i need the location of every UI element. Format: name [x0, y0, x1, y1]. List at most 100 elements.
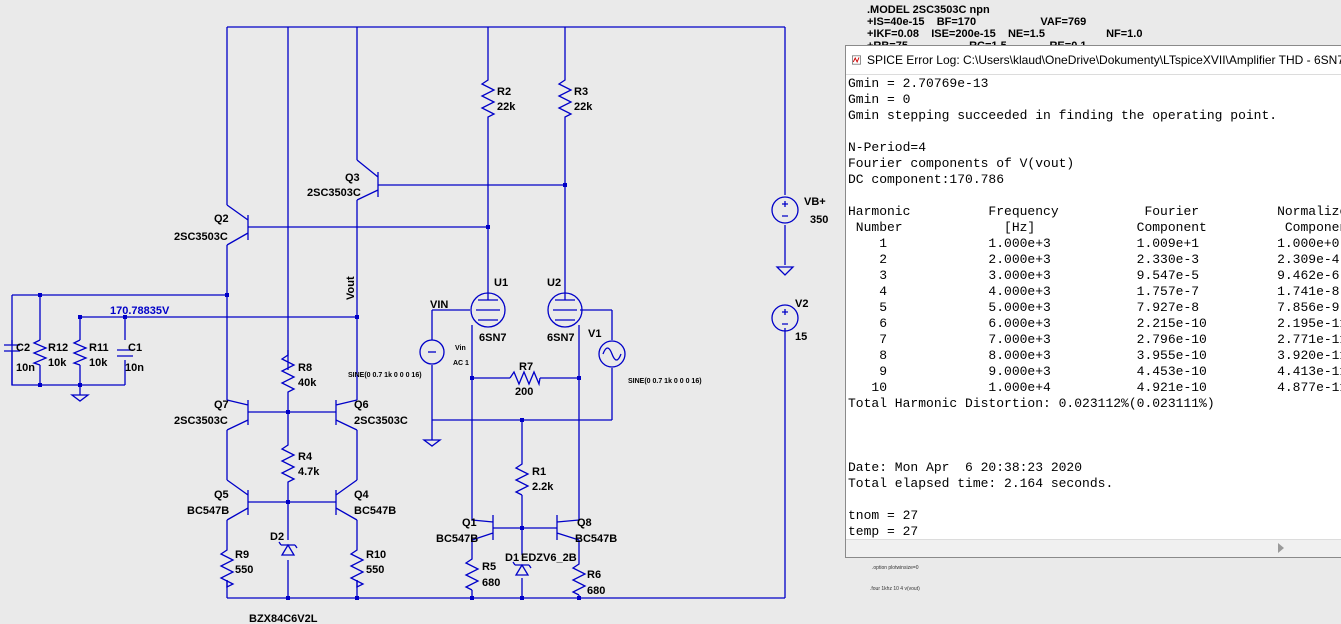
vin-source-ac: AC 1: [453, 360, 469, 367]
r6-value: 680: [587, 585, 605, 597]
resistor-r10[interactable]: R10 550: [349, 545, 386, 589]
r1-value: 2.2k: [532, 481, 554, 493]
q7-model: 2SC3503C: [174, 415, 228, 427]
voltage-source-v2[interactable]: V2 15: [771, 298, 808, 343]
q5-model: BC547B: [187, 505, 229, 517]
q8-model: BC547B: [575, 533, 617, 545]
directive-line-2: +IS=40e-15 BF=170 VAF=769: [867, 16, 1086, 28]
r3-label: R3: [574, 86, 588, 98]
tube-u2[interactable]: U2 6SN7: [547, 277, 583, 344]
tube-u1[interactable]: U1 6SN7: [470, 277, 508, 344]
window-titlebar[interactable]: SPICE Error Log: C:\Users\klaud\OneDrive…: [846, 46, 1341, 75]
resistor-r1[interactable]: R1 2.2k: [514, 460, 554, 496]
capacitor-c1[interactable]: C1 10n: [117, 342, 144, 374]
vin-net-label: VIN: [430, 299, 448, 311]
log-text[interactable]: Gmin = 2.70769e-13 Gmin = 0 Gmin steppin…: [848, 76, 1341, 539]
sine-left-label: SINE(0 0.7 1k 0 0 0 16): [348, 372, 422, 379]
voltage-readout: 170.78835V: [110, 305, 170, 317]
zener-d1[interactable]: D1 EDZV6_2B: [505, 552, 577, 576]
q1-model: BC547B: [436, 533, 478, 545]
u1-label: U1: [494, 277, 508, 289]
resistor-r12[interactable]: R12 10k: [32, 339, 68, 369]
d1-model: EDZV6_2B: [521, 552, 577, 564]
q4-model: BC547B: [354, 505, 396, 517]
u2-model: 6SN7: [547, 332, 575, 344]
r10-value: 550: [366, 564, 384, 576]
transistor-q2[interactable]: Q2 2SC3503C: [174, 204, 249, 246]
q3-label: Q3: [345, 172, 360, 184]
r5-value: 680: [482, 577, 500, 589]
transistor-q5[interactable]: Q5 BC547B: [187, 479, 249, 521]
c1-value: 10n: [125, 362, 144, 374]
c2-label: C2: [16, 342, 30, 354]
voltage-source-vb[interactable]: VB+ 350: [771, 196, 828, 226]
directive-line-3: +IKF=0.08 ISE=200e-15 NE=1.5 NF=1.0: [867, 28, 1142, 40]
transistor-q1[interactable]: Q1 BC547B: [436, 515, 500, 545]
r8-value: 40k: [298, 377, 317, 389]
d2-model: BZX84C6V2L: [249, 613, 318, 624]
r6-label: R6: [587, 569, 601, 581]
r5-label: R5: [482, 561, 496, 573]
r1-label: R1: [532, 466, 546, 478]
window-title: SPICE Error Log: C:\Users\klaud\OneDrive…: [866, 53, 1341, 67]
junctions: [38, 183, 581, 600]
resistor-r7[interactable]: R7 200: [509, 361, 541, 398]
voltage-source-v1[interactable]: V1: [588, 328, 626, 368]
q8-label: Q8: [577, 517, 592, 529]
resistor-r5[interactable]: R5 680: [464, 555, 500, 591]
ground-symbols: [70, 394, 442, 447]
r8-label: R8: [298, 362, 312, 374]
directive-line-1: .MODEL 2SC3503C npn: [867, 4, 990, 16]
q3-model: 2SC3503C: [307, 187, 361, 199]
q2-model: 2SC3503C: [174, 231, 228, 243]
resistor-r8[interactable]: R8 40k: [280, 350, 317, 395]
voltage-source-vin[interactable]: VIN Vin AC 1: [419, 299, 469, 367]
spice-error-log-window[interactable]: SPICE Error Log: C:\Users\klaud\OneDrive…: [845, 45, 1341, 558]
arrow-marker: [775, 266, 795, 276]
transistor-q7[interactable]: Q7 2SC3503C: [174, 399, 249, 431]
r12-value: 10k: [48, 357, 67, 369]
ground-icon: [70, 394, 90, 402]
c1-label: C1: [128, 342, 142, 354]
u2-label: U2: [547, 277, 561, 289]
q2-label: Q2: [214, 213, 229, 225]
four-directive: .four 1khz 10 4 v(vout): [870, 586, 920, 592]
transistor-q6[interactable]: Q6 2SC3503C: [335, 399, 408, 431]
q6-label: Q6: [354, 399, 369, 411]
vin-source-label: Vin: [455, 345, 466, 352]
vout-net-label: Vout: [345, 276, 357, 300]
q1-label: Q1: [462, 517, 477, 529]
r11-label: R11: [89, 342, 109, 354]
scroll-right-icon[interactable]: [1278, 543, 1284, 553]
c2-value: 10n: [16, 362, 35, 374]
transistor-q3[interactable]: Q3 2SC3503C: [307, 159, 379, 201]
d2-label: D2: [270, 531, 284, 543]
q6-model: 2SC3503C: [354, 415, 408, 427]
resistor-r6[interactable]: R6 680: [571, 560, 605, 597]
r9-label: R9: [235, 549, 249, 561]
r7-value: 200: [515, 386, 533, 398]
q5-label: Q5: [214, 489, 229, 501]
r2-label: R2: [497, 86, 511, 98]
v2-label: V2: [795, 298, 808, 310]
horizontal-scrollbar[interactable]: [846, 539, 1341, 557]
resistor-r4[interactable]: R4 4.7k: [280, 440, 320, 485]
zener-d2[interactable]: D2 BZX84C6V2L: [249, 531, 318, 624]
transistor-q4[interactable]: Q4 BC547B: [335, 479, 396, 521]
log-content-area[interactable]: Gmin = 2.70769e-13 Gmin = 0 Gmin steppin…: [848, 76, 1341, 539]
resistor-r9[interactable]: R9 550: [219, 545, 253, 589]
resistor-r3[interactable]: R3 22k: [557, 75, 593, 120]
ground-icon: [422, 439, 442, 447]
vb-label: VB+: [804, 196, 826, 208]
wires: [11, 26, 786, 599]
capacitor-c2[interactable]: C2 10n: [4, 342, 35, 385]
transistor-q8[interactable]: Q8 BC547B: [556, 515, 617, 545]
resistor-r2[interactable]: R2 22k: [480, 75, 516, 120]
d1-label: D1: [505, 552, 519, 564]
r2-value: 22k: [497, 101, 516, 113]
resistor-r11[interactable]: R11 10k: [72, 339, 109, 369]
sine-right-label: SINE(0 0.7 1k 0 0 0 16): [628, 378, 702, 385]
r12-label: R12: [48, 342, 68, 354]
r10-label: R10: [366, 549, 386, 561]
v2-value: 15: [795, 331, 807, 343]
